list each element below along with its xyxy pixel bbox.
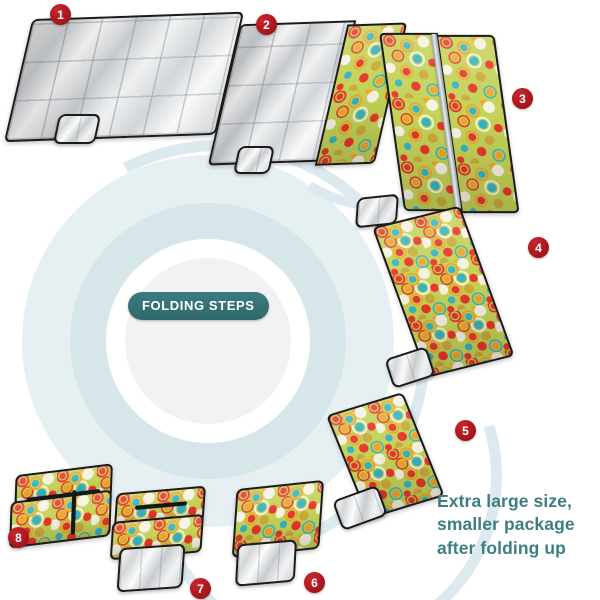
tagline-line-1: Extra large size,: [437, 491, 572, 511]
step-1-carry-tab: [52, 114, 102, 144]
step-2-carry-tab: [233, 146, 275, 174]
step-1-foil-face: [3, 11, 245, 143]
background-ring-inner: [125, 258, 291, 424]
step-2-mat: [207, 19, 408, 166]
step-badge-5: 5: [455, 420, 476, 441]
step-3-mat: [379, 32, 520, 214]
step-1-mat: [3, 11, 245, 143]
tagline-line-3: after folding up: [437, 537, 566, 558]
step-badge-1: 1: [50, 4, 71, 25]
step-badge-6: 6: [304, 572, 325, 593]
step-badge-7: 7: [190, 578, 211, 599]
step-badge-8: 8: [8, 527, 29, 548]
step-7-carry-tab: [116, 543, 186, 593]
step-6-carry-tab: [235, 539, 297, 587]
tagline: Extra large size, smaller package after …: [437, 490, 597, 560]
step-badge-3: 3: [512, 88, 533, 109]
tagline-line-2: smaller package: [437, 514, 575, 535]
step-1-shading: [6, 13, 242, 141]
step-badge-2: 2: [256, 14, 277, 35]
step-badge-4: 4: [528, 237, 549, 258]
folding-steps-badge: FOLDING STEPS: [128, 292, 269, 320]
